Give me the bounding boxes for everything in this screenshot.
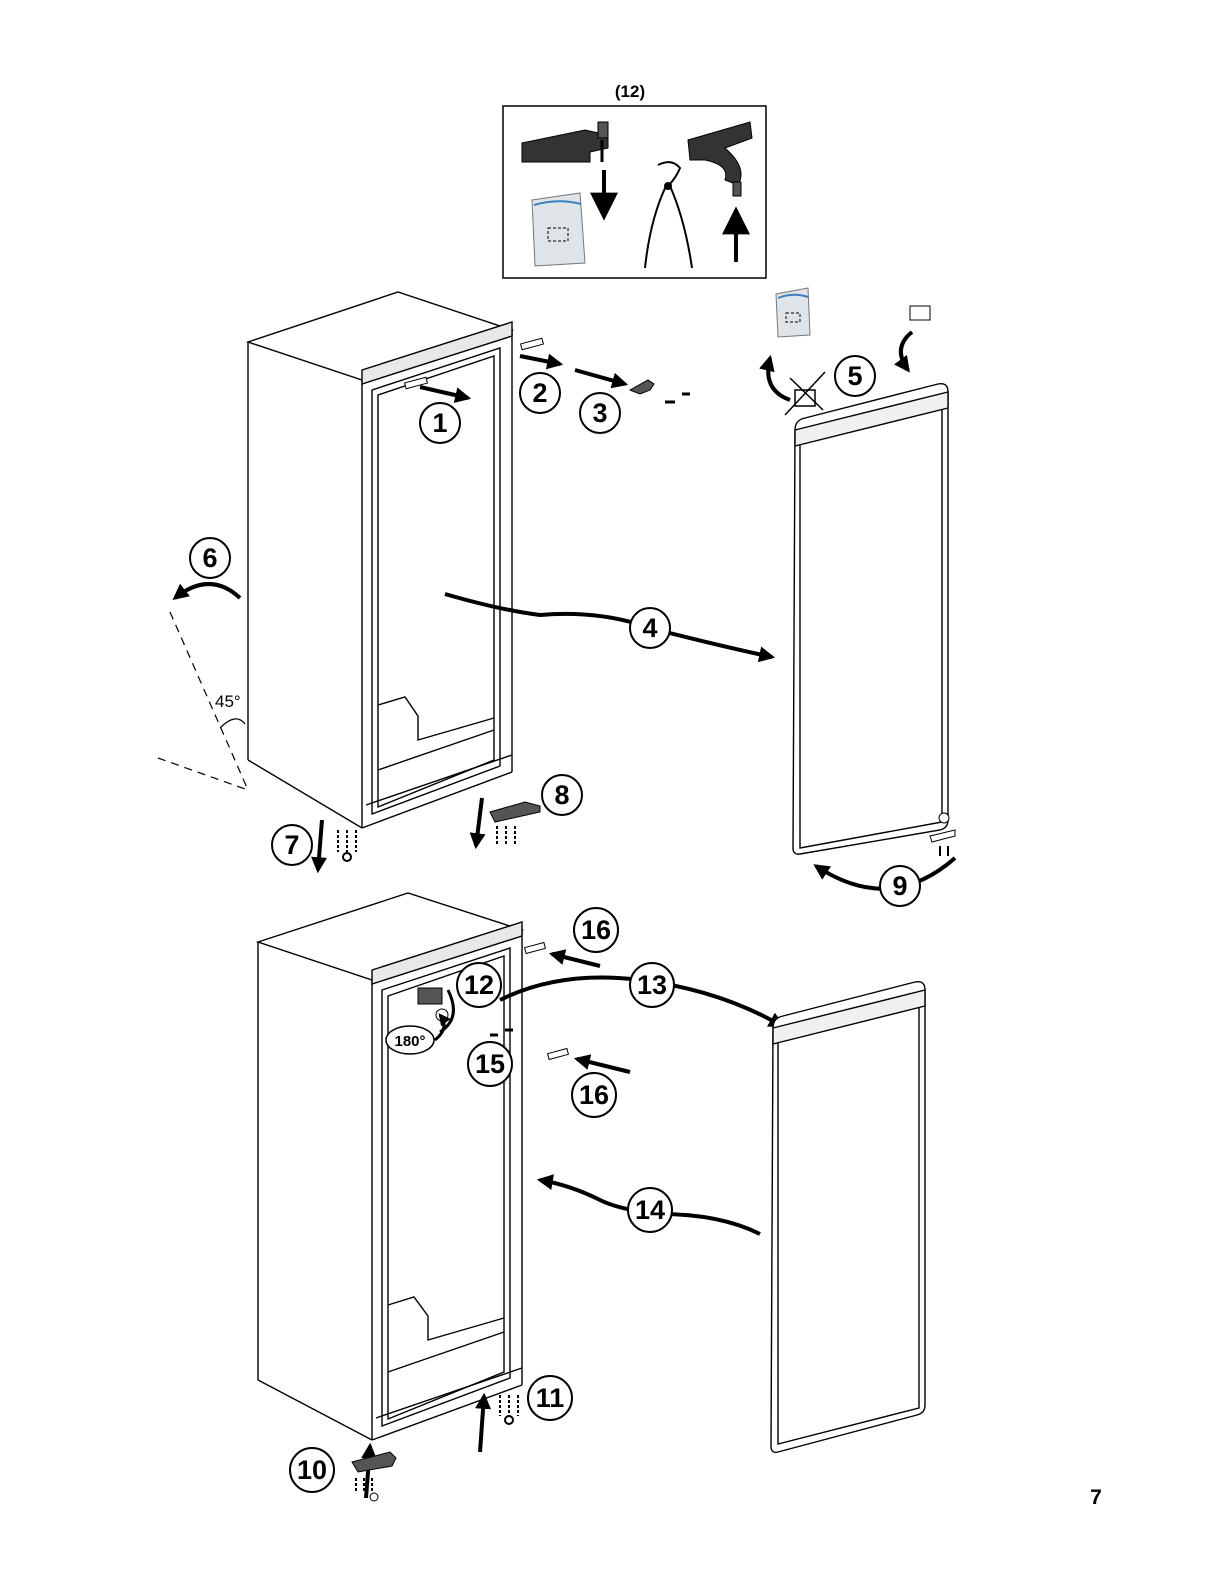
upper-hinge-icon: [630, 380, 690, 402]
fridge-door-top: [793, 384, 948, 854]
arrow-down-icon: [318, 820, 322, 870]
arrow-up-icon: [366, 1446, 370, 1498]
svg-text:14: 14: [635, 1195, 665, 1225]
inset-label: (12): [615, 82, 645, 101]
svg-text:15: 15: [475, 1049, 505, 1079]
fridge-door-bottom: [771, 982, 925, 1453]
tilt-angle-label: 45°: [215, 692, 241, 711]
feet-screws-icon: [338, 830, 356, 861]
rotated-hinge-icon: [418, 988, 448, 1021]
fridge-cabinet-top: [248, 292, 512, 828]
lower-hinge-icon: [352, 1452, 396, 1501]
svg-text:10: 10: [297, 1455, 327, 1485]
step-2-badge: 2: [520, 373, 560, 413]
arrow-left-icon: [552, 954, 600, 966]
step-10-badge: 10: [290, 1448, 334, 1492]
svg-text:16: 16: [581, 915, 611, 945]
svg-text:8: 8: [554, 780, 569, 810]
page-number: 7: [1090, 1486, 1102, 1509]
svg-text:1: 1: [432, 408, 447, 438]
step-13-badge: 13: [630, 963, 674, 1007]
svg-text:9: 9: [892, 871, 907, 901]
hinge-cap-icon: [525, 943, 546, 954]
tools-inset: (12): [503, 82, 766, 278]
hinge-cap-icon: [548, 1049, 569, 1060]
svg-text:5: 5: [847, 361, 862, 391]
rotate-angle-label: 180°: [394, 1033, 425, 1050]
step-9-badge: 9: [880, 866, 920, 906]
step-3-badge: 3: [580, 393, 620, 433]
step-11-badge: 11: [528, 1376, 572, 1420]
hinge-cap-icon: [521, 338, 544, 349]
svg-text:16: 16: [579, 1080, 609, 1110]
svg-text:4: 4: [642, 613, 657, 643]
arrow-right-icon: [520, 356, 560, 364]
lower-hinge-icon: [490, 802, 540, 846]
step-14-badge: 14: [628, 1188, 672, 1232]
step-16-badge: 16: [574, 908, 618, 952]
step-8-badge: 8: [542, 775, 582, 815]
step-1-badge: 1: [420, 403, 460, 443]
svg-text:6: 6: [202, 543, 217, 573]
arrow-right-icon: [575, 370, 625, 384]
step-16-badge: 16: [572, 1073, 616, 1117]
svg-text:11: 11: [536, 1383, 565, 1413]
cover-plate-icon: [910, 306, 930, 320]
svg-text:13: 13: [637, 970, 667, 1000]
arrow-left-icon: [577, 1059, 630, 1072]
step-15-badge: 15: [468, 1042, 512, 1086]
step-7-badge: 7: [272, 825, 312, 865]
screw-bag-icon: [532, 193, 585, 266]
arrow-right-icon: [420, 387, 468, 398]
svg-text:7: 7: [284, 830, 299, 860]
screw-bag-icon: [776, 288, 810, 337]
step-4-badge: 4: [630, 608, 670, 648]
curved-arrow-icon: [768, 358, 790, 400]
arrow-up-icon: [480, 1396, 484, 1452]
step-5-badge: 5: [835, 356, 875, 396]
curved-arrow-icon: [901, 332, 912, 370]
svg-text:2: 2: [532, 378, 547, 408]
crossed-part-icon: [785, 372, 825, 415]
tilt-45-indicator: [158, 584, 248, 790]
feet-screws-icon: [500, 1395, 518, 1424]
arrow-down-icon: [476, 798, 482, 846]
svg-text:3: 3: [592, 398, 607, 428]
step-12-badge: 12: [457, 963, 501, 1007]
step-6-badge: 6: [190, 538, 230, 578]
svg-text:12: 12: [464, 970, 494, 1000]
